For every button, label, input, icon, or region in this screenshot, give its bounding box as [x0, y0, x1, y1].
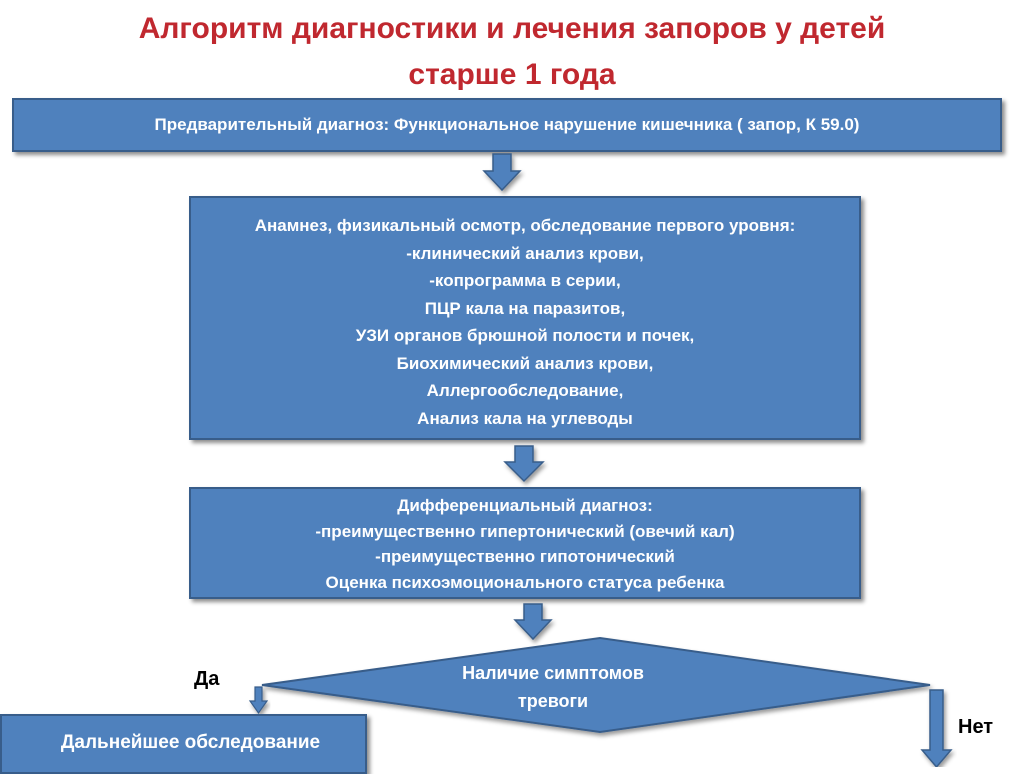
anamnesis-line-4: ПЦР кала на паразитов, [424, 298, 626, 318]
differential-line-3: -преимущественно гипотонический [375, 547, 675, 566]
anamnesis-line-2: -клинический анализ крови, [406, 243, 644, 263]
title-line-1: Алгоритм диагностики и лечения запоров у… [138, 12, 886, 45]
down-arrow-icon [513, 603, 553, 641]
decision-line-1: Наличие симптомов [462, 663, 644, 683]
further-examination-text: Дальнейшее обследование [60, 732, 321, 753]
anamnesis-box: Анамнез, физикальный осмотр, обследовани… [189, 196, 861, 440]
anamnesis-line-7: Аллергообследование, [426, 381, 624, 400]
preliminary-diagnosis-box: Предварительный диагноз: Функциональное … [12, 98, 1002, 152]
yes-arrow-icon [248, 686, 269, 715]
differential-diagnosis-box: Дифференциальный диагноз: -преимуществен… [189, 487, 861, 599]
down-arrow-icon [503, 445, 545, 483]
differential-line-4: Оценка психоэмоционального статуса ребен… [325, 572, 725, 592]
preliminary-diagnosis-text: Предварительный диагноз: Функциональное … [154, 115, 860, 134]
decision-line-2: тревоги [517, 691, 589, 711]
decision-text: Наличие симптомов тревоги [444, 659, 662, 715]
differential-line-1: Дифференциальный диагноз: [397, 496, 653, 515]
anamnesis-line-6: Биохимический анализ крови, [396, 353, 654, 373]
title-line-2: старше 1 года [408, 58, 616, 91]
no-label: Нет [958, 716, 994, 738]
anamnesis-line-3: -копрограмма в серии, [429, 271, 621, 290]
differential-line-2: -преимущественно гипертонический (овечий… [315, 521, 735, 541]
no-arrow-icon [920, 689, 953, 767]
yes-label: Да [194, 668, 220, 690]
anamnesis-line-8: Анализ кала на углеводы [417, 408, 633, 428]
down-arrow-icon [482, 153, 522, 192]
anamnesis-line-1: Анамнез, физикальный осмотр, обследовани… [254, 216, 796, 235]
anamnesis-line-5: УЗИ органов брюшной полости и почек, [355, 326, 695, 345]
page-title: Алгоритм диагностики и лечения запоров у… [40, 6, 984, 98]
further-examination-box: Дальнейшее обследование [0, 714, 367, 774]
